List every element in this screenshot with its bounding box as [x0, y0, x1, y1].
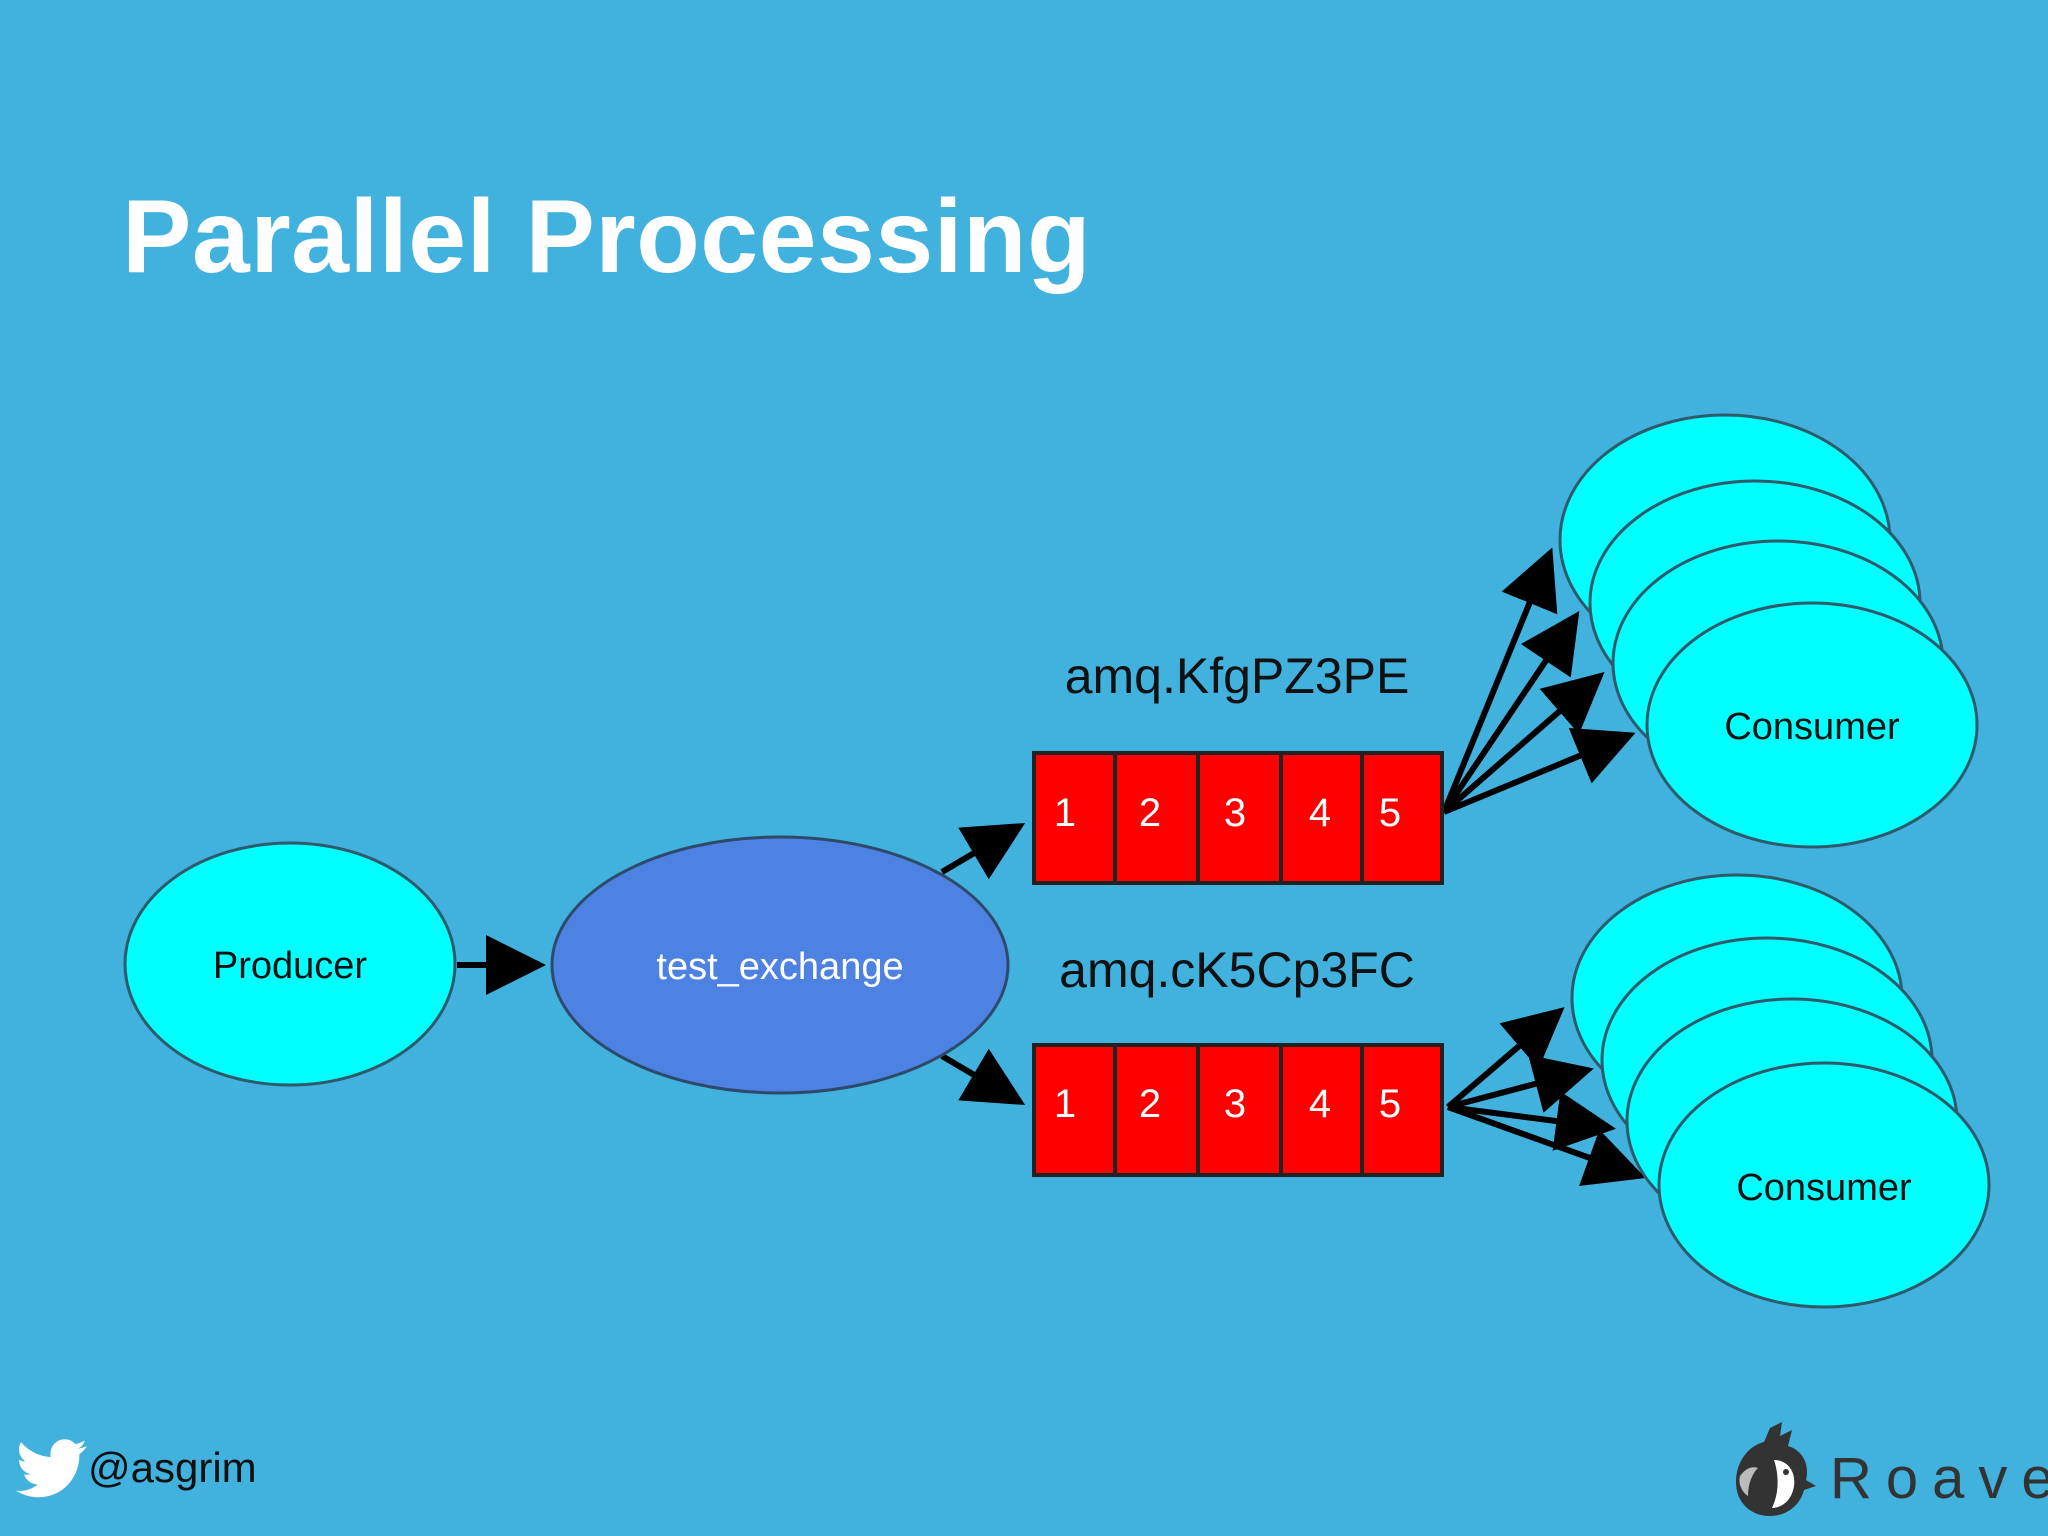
consumer-stack-top: Consumer: [1558, 413, 1979, 849]
edge-exchange-queue-bottom: [940, 1048, 1026, 1106]
exchange-label: test_exchange: [656, 946, 903, 988]
edge-queue-bottom-consumer-2: [1447, 1054, 1594, 1113]
edge-queue-top-consumer-1: [1441, 547, 1558, 814]
consumer-stack-bottom: Consumer: [1570, 873, 1991, 1309]
queue-bottom-message: 5: [1379, 1082, 1401, 1126]
consumer-top-label: Consumer: [1724, 706, 1900, 748]
twitter-handle: @asgrim: [88, 1444, 257, 1491]
queue-bottom-name: amq.cK5Cp3FC: [1059, 942, 1415, 998]
edge-queue-bottom-consumer-1: [1446, 1007, 1565, 1110]
edge-queue-bottom-consumer-3: [1447, 1091, 1616, 1151]
consumer-node: [1645, 601, 1979, 849]
edge-queue-top-consumer-3: [1442, 672, 1605, 815]
queue-top-name: amq.KfgPZ3PE: [1065, 648, 1410, 704]
consumer-node: [1657, 1061, 1991, 1309]
exchange-node: test_exchange: [550, 835, 1010, 1095]
queue-top-message: 1: [1054, 791, 1076, 835]
twitter-bird-icon: [16, 1439, 87, 1498]
edges: [457, 547, 1646, 1186]
queue-bottom-message: 4: [1309, 1082, 1331, 1126]
edge-exchange-queue-top: [940, 822, 1026, 880]
queue-bottom-message: 3: [1224, 1082, 1246, 1126]
producer-node: Producer: [123, 841, 457, 1087]
queue-top-message: 4: [1309, 791, 1331, 835]
consumer-bottom-label: Consumer: [1736, 1167, 1912, 1209]
roave-dog-logo: [1736, 1422, 1816, 1516]
queue-bottom-message: 1: [1054, 1082, 1076, 1126]
slide-title: Parallel Processing: [122, 179, 1092, 295]
queue-top-message: 5: [1379, 791, 1401, 835]
edge-queue-bottom-consumer-4: [1446, 1104, 1646, 1186]
edge-queue-top-consumer-4: [1442, 727, 1636, 815]
queue-top: 1 2 3 4 5: [1032, 751, 1444, 885]
queue-bottom: 1 2 3 4 5: [1032, 1043, 1444, 1177]
queue-bottom-message: 2: [1139, 1082, 1161, 1126]
queue-top-message: 3: [1224, 791, 1246, 835]
brand-name: Roave: [1830, 1446, 2048, 1511]
producer-label: Producer: [213, 945, 368, 987]
edge-queue-top-consumer-2: [1441, 611, 1580, 814]
queue-top-message: 2: [1139, 791, 1161, 835]
